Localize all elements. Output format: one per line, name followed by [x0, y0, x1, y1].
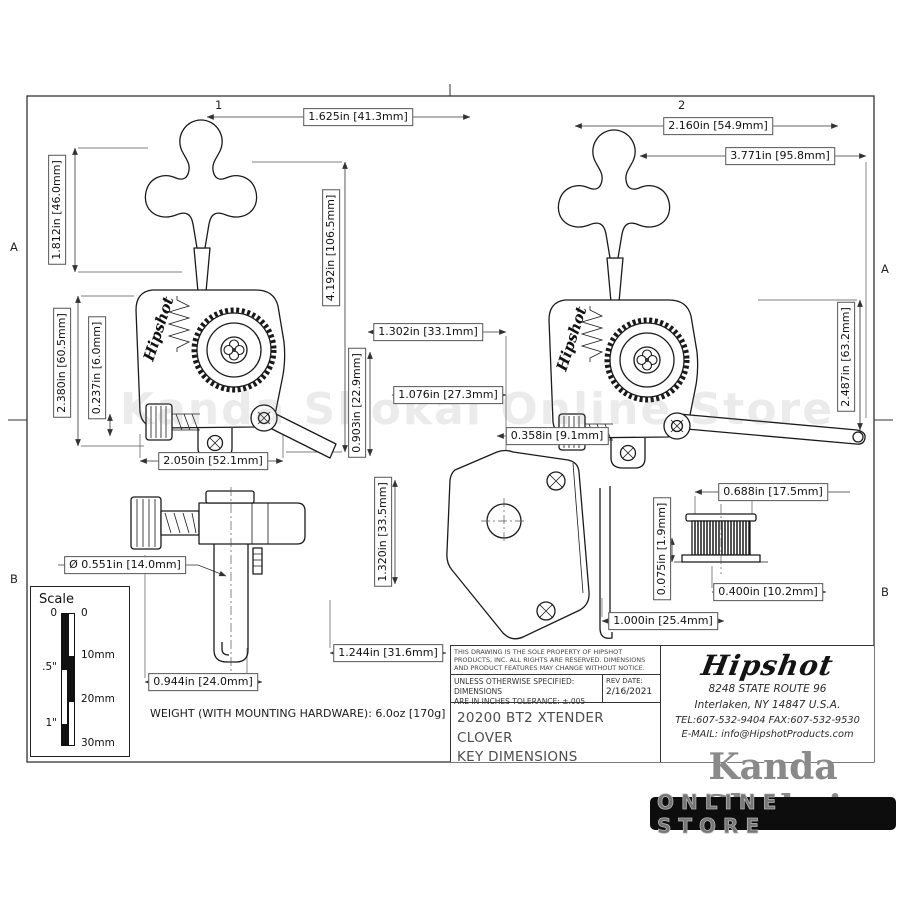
dim-0-237in: 0.237in [6.0mm] — [88, 316, 106, 420]
bushing-knurling — [694, 521, 750, 555]
scale-title: Scale — [39, 592, 74, 607]
watermark-store-band: ONLINE STORE — [650, 789, 896, 838]
company-email: E-MAIL: info@HipshotProducts.com — [681, 729, 854, 741]
scale-bar-segment — [61, 725, 68, 746]
side-bracket-profile — [599, 486, 613, 639]
company-address1: 8248 STATE ROUTE 96 — [708, 683, 827, 695]
dim-1-000in: 1.000in [25.4mm] — [608, 612, 718, 630]
scale-mm-10: 10mm — [81, 649, 115, 661]
front-view-left — [136, 120, 337, 458]
bushing-view — [674, 504, 768, 574]
scale-bar-segment — [61, 669, 68, 725]
threaded-shaft-side — [160, 510, 200, 536]
post-hook-detail — [221, 642, 230, 656]
zone-marker-1: 1 — [215, 98, 223, 112]
scale-inch-half: .5" — [42, 661, 57, 673]
scale-bar-segment — [68, 657, 75, 701]
dim-2-050in: 2.050in [52.1mm] — [158, 452, 268, 470]
housing-detail-lines — [251, 503, 269, 544]
scale-mm-20: 20mm — [81, 693, 115, 705]
dim-4-192in: 4.192in [106.5mm] — [322, 189, 340, 307]
scale-inch-1: 1" — [45, 717, 57, 729]
dim-0-075in: 0.075in [1.9mm] — [653, 497, 671, 601]
dim-3-771in: 3.771in [95.8mm] — [725, 147, 835, 165]
screw-cross — [539, 604, 553, 618]
knob-knurling — [136, 499, 156, 547]
dim-0-551in-dia: Ø 0.551in [14.0mm] — [64, 556, 186, 574]
scale-mm-30: 30mm — [81, 737, 115, 749]
tolerance-row: UNLESS OTHERWISE SPECIFIED: DIMENSIONS A… — [451, 675, 660, 706]
hole-centerlines — [481, 498, 527, 544]
front-view-right — [549, 130, 866, 468]
zone-marker-a-right: A — [881, 262, 889, 276]
string-post — [213, 544, 249, 663]
dim-2-380in: 2.380in [60.5mm] — [53, 308, 71, 418]
tolerance-cell: UNLESS OTHERWISE SPECIFIED: DIMENSIONS A… — [451, 675, 603, 706]
rev-date-value: 2/16/2021 — [606, 687, 653, 697]
knurled-knob-side — [130, 496, 162, 550]
pivot-screw-inner — [257, 411, 271, 425]
dim-1-320in: 1.320in [33.5mm] — [374, 477, 392, 587]
pivot-cross — [257, 411, 271, 425]
dim-0-688in: 0.688in [17.5mm] — [718, 483, 828, 501]
scale-bar-segment — [68, 701, 75, 746]
scale-bar-segment — [68, 613, 75, 657]
lever-arm-right-view — [674, 413, 866, 445]
legal-text: THIS DRAWING IS THE SOLE PROPERTY OF HIP… — [451, 646, 660, 675]
part-title-line2: KEY DIMENSIONS — [457, 749, 578, 766]
thread-hatch — [164, 512, 197, 534]
rev-date-label: REV DATE: — [606, 677, 643, 685]
watermark-store-text: ONLINE STORE — [657, 789, 784, 838]
dim-0-903in: 0.903in [22.9mm] — [348, 348, 366, 458]
side-screw-threads — [253, 553, 262, 567]
title-block-left: THIS DRAWING IS THE SOLE PROPERTY OF HIP… — [451, 646, 661, 765]
sheet-frame — [8, 84, 893, 763]
part-title-line1: 20200 BT2 XTENDER CLOVER — [457, 710, 604, 746]
hipshot-logo: Hipshot — [698, 649, 837, 682]
company-phone: TEL:607-532-9404 FAX:607-532-9530 — [675, 714, 860, 726]
mount-plate-edge — [205, 490, 255, 504]
zone-marker-b-right: B — [881, 585, 889, 599]
screw-cross — [549, 474, 563, 488]
dim-1-244in: 1.244in [31.6mm] — [333, 644, 443, 662]
part-title: 20200 BT2 XTENDER CLOVER KEY DIMENSIONS — [451, 703, 660, 774]
pivot-cross — [670, 419, 684, 433]
scale-legend: Scale 0 .5" 1" 0 10mm 20mm 30mm — [30, 586, 130, 757]
scale-inch-0: 0 — [50, 607, 57, 619]
dim-0-944in: 0.944in [24.0mm] — [148, 673, 258, 691]
title-block-company: Hipshot 8248 STATE ROUTE 96 Interlaken, … — [661, 646, 874, 762]
rev-date-cell: REV DATE: 2/16/2021 — [603, 675, 660, 702]
weight-note: WEIGHT (WITH MOUNTING HARDWARE): 6.0oz [… — [150, 707, 446, 720]
dim-0-400in: 0.400in [10.2mm] — [713, 583, 823, 601]
pivot-screw-inner — [670, 419, 684, 433]
title-block: THIS DRAWING IS THE SOLE PROPERTY OF HIP… — [450, 645, 874, 765]
dim-1-076in: 1.076in [27.3mm] — [393, 386, 503, 404]
dim-1-812in: 1.812in [46.0mm] — [48, 155, 66, 265]
tolerance-line1: UNLESS OTHERWISE SPECIFIED: DIMENSIONS — [454, 677, 575, 696]
tolerance-line2: ARE IN INCHES TOLERANCE: ±.005 — [454, 696, 586, 706]
side-view — [130, 487, 306, 672]
dim-2-487in: 2.487in [63.2mm] — [837, 302, 855, 412]
scale-mm-0: 0 — [81, 607, 88, 619]
dim-2-160in: 2.160in [54.9mm] — [663, 117, 773, 135]
side-screw — [252, 547, 263, 575]
plate-thickness-line — [572, 462, 584, 594]
zone-marker-2: 2 — [678, 98, 686, 112]
dim-1-625in: 1.625in [41.3mm] — [303, 108, 413, 126]
dim-1-302in: 1.302in [33.1mm] — [373, 323, 483, 341]
mounting-plate — [446, 449, 590, 640]
mounting-plate-view — [446, 449, 613, 640]
scale-bar-segment — [61, 613, 68, 669]
company-address2: Interlaken, NY 14847 U.S.A. — [694, 698, 841, 711]
zone-marker-b-left: B — [10, 572, 18, 586]
dim-0-358in: 0.358in [9.1mm] — [505, 427, 609, 445]
zone-marker-a-left: A — [10, 240, 18, 254]
lever-tip — [852, 431, 864, 443]
